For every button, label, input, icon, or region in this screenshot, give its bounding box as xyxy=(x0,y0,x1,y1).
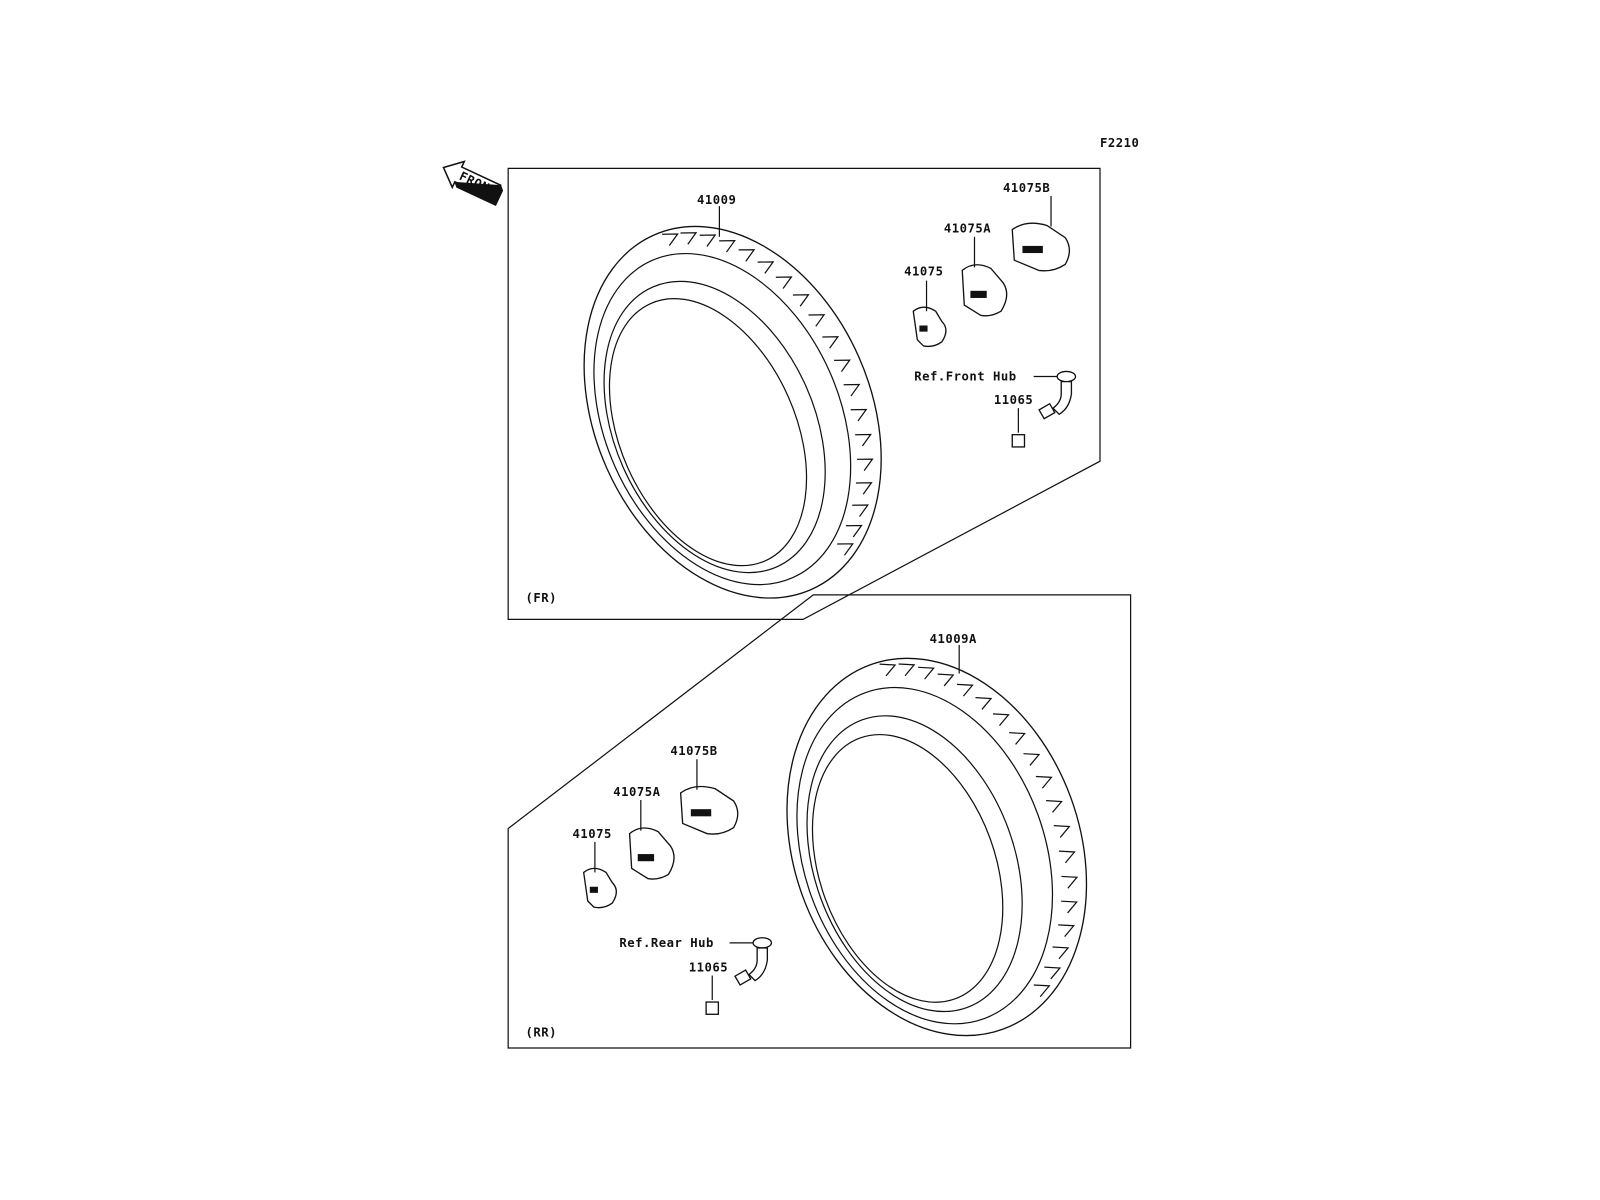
wheel-weight-41075B[interactable] xyxy=(1011,222,1071,272)
tread-groove xyxy=(1058,924,1075,938)
tread-groove xyxy=(918,666,935,680)
wheel-weight-41075[interactable] xyxy=(912,306,947,348)
rear-section-label: (RR) xyxy=(526,1026,558,1040)
tread-groove xyxy=(1058,850,1076,864)
tread-groove xyxy=(680,232,698,245)
tread-groove xyxy=(1023,753,1041,766)
front-ref-label: Ref.Front Hub xyxy=(914,370,1016,384)
rear-weight-label-2[interactable]: 41075A xyxy=(613,785,660,799)
front-valve-stem[interactable] xyxy=(1038,370,1077,420)
rear-tire[interactable] xyxy=(736,616,1137,1078)
tread-groove xyxy=(1035,775,1053,789)
tread-groove xyxy=(1053,825,1071,838)
tread-groove xyxy=(1052,946,1070,960)
tread-groove xyxy=(845,524,863,538)
rear-tire-part-number[interactable]: 41009A xyxy=(930,632,977,646)
rear-valve-stem[interactable] xyxy=(734,937,773,986)
tread-groove xyxy=(856,458,874,471)
front-tire-part-number[interactable]: 41009 xyxy=(697,193,736,207)
tread-groove xyxy=(738,249,756,262)
tread-groove xyxy=(699,234,717,247)
rear-valve-part-number[interactable]: 11065 xyxy=(689,960,728,974)
tread-groove xyxy=(852,504,870,517)
front-weight-label-1[interactable]: 41075 xyxy=(904,265,943,279)
rear-weight-label-1[interactable]: 41075 xyxy=(572,827,611,841)
tread-groove xyxy=(855,433,872,447)
front-section-label: (FR) xyxy=(526,591,558,605)
tread-groove xyxy=(956,683,974,697)
front-panel-frame xyxy=(507,167,1101,620)
tread-groove xyxy=(937,673,955,687)
wheel-weight-41075A[interactable] xyxy=(961,264,1008,317)
tread-groove xyxy=(898,663,916,677)
tread-groove xyxy=(843,383,861,397)
tread-groove xyxy=(1044,966,1062,980)
tread-groove xyxy=(1009,732,1026,745)
tread-groove xyxy=(975,697,993,710)
tread-groove xyxy=(855,482,873,495)
front-weight-label-3[interactable]: 41075B xyxy=(1003,181,1050,195)
tread-groove xyxy=(1061,875,1079,889)
tread-groove xyxy=(879,663,897,677)
front-tire[interactable] xyxy=(528,179,937,645)
tread-groove xyxy=(822,336,840,349)
tread-groove xyxy=(1033,984,1051,998)
tread-groove xyxy=(1046,800,1063,813)
tread-groove xyxy=(834,359,851,373)
tread-groove xyxy=(808,314,826,327)
rear-ref-label: Ref.Rear Hub xyxy=(619,936,714,950)
tread-groove xyxy=(757,261,775,274)
tread-groove xyxy=(792,294,810,307)
rear-panel-frame xyxy=(507,594,1132,1049)
diagram-code: F2210 xyxy=(1100,136,1139,150)
rear-valve-cap[interactable] xyxy=(705,1001,720,1015)
tread-groove xyxy=(1061,900,1078,914)
front-valve-part-number[interactable]: 11065 xyxy=(994,393,1033,407)
tread-groove xyxy=(775,276,793,289)
tread-groove xyxy=(837,543,854,556)
front-valve-cap[interactable] xyxy=(1011,434,1026,448)
wheel-weight-41075B[interactable] xyxy=(679,785,739,835)
wheel-weight-41075[interactable] xyxy=(582,867,617,909)
tread-groove xyxy=(662,233,679,246)
front-weight-label-2[interactable]: 41075A xyxy=(944,222,991,236)
tread-groove xyxy=(719,240,736,253)
tread-groove xyxy=(850,408,868,422)
wheel-weight-41075A[interactable] xyxy=(628,827,675,880)
front-arrow-icon: FRONT xyxy=(442,160,504,207)
rear-weight-label-3[interactable]: 41075B xyxy=(670,744,717,758)
tread-groove xyxy=(992,713,1010,727)
